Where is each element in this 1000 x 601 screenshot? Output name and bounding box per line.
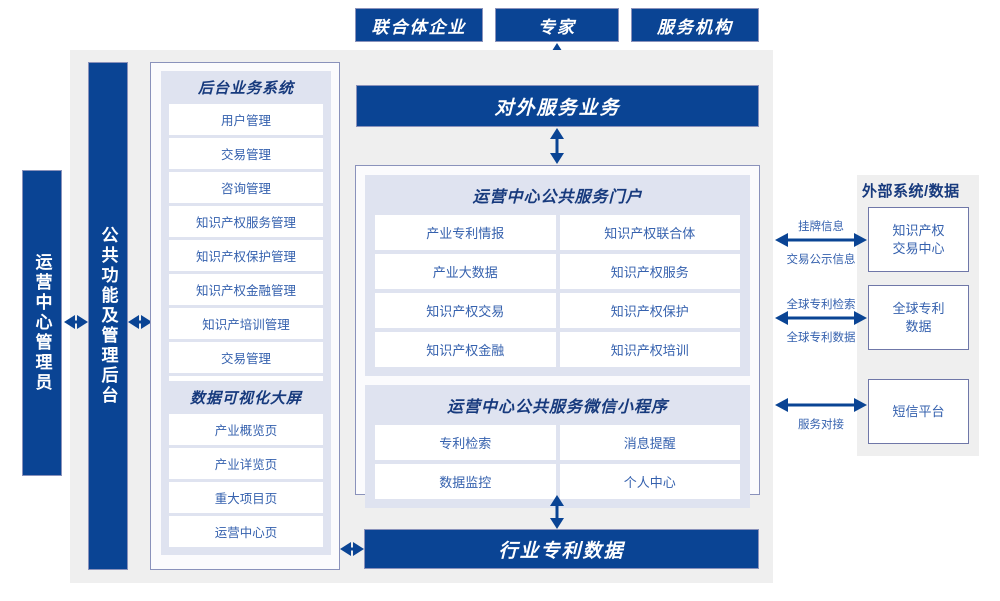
banner-industry-patent-data[interactable]: 行业专利数据 — [364, 529, 759, 569]
portal-item[interactable]: 知识产权金融 — [375, 332, 556, 367]
portal-item[interactable]: 知识产权服务 — [559, 254, 740, 289]
wechat-item[interactable]: 专利检索 — [375, 425, 556, 460]
list-item[interactable]: 知识产权金融管理 — [169, 274, 323, 305]
wechat-item[interactable]: 个人中心 — [559, 464, 740, 499]
external-box-sms-platform[interactable]: 短信平台 — [868, 379, 969, 444]
panel-wechat-miniprogram: 运营中心公共服务微信小程序 专利检索 消息提醒 数据监控 个人中心 — [365, 385, 750, 508]
arrow-admin-to-common — [64, 313, 88, 331]
external-systems-title: 外部系统/数据 — [862, 183, 960, 200]
wechat-grid: 专利检索 消息提醒 数据监控 个人中心 — [375, 425, 740, 499]
list-item[interactable]: 交易管理 — [169, 138, 323, 169]
left-modules-container: 后台业务系统 用户管理 交易管理 咨询管理 知识产权服务管理 知识产权保护管理 … — [150, 62, 340, 570]
external-box-global-patent-data[interactable]: 全球专利 数据 — [868, 285, 969, 350]
banner-external-service-business[interactable]: 对外服务业务 — [356, 85, 759, 127]
list-item[interactable]: 用户管理 — [169, 104, 323, 135]
link-label-service-docking: 服务对接 — [798, 419, 844, 431]
link-label-trade-disclosure-info: 交易公示信息 — [786, 254, 856, 266]
panel-data-visualization-screen: 数据可视化大屏 产业概览页 产业详览页 重大项目页 运营中心页 — [161, 381, 331, 555]
panel-title-portal: 运营中心公共服务门户 — [472, 189, 643, 206]
link-label-listing-info: 挂牌信息 — [798, 221, 844, 233]
portal-item[interactable]: 知识产权保护 — [559, 293, 740, 328]
list-item[interactable]: 知识产培训管理 — [169, 308, 323, 339]
arrow-portal-to-industry-data — [547, 495, 567, 529]
list-item[interactable]: 产业概览页 — [169, 414, 323, 445]
operations-center-services-container: 运营中心公共服务门户 产业专利情报 知识产权联合体 产业大数据 知识产权服务 知… — [355, 165, 760, 508]
list-item[interactable]: 知识产权服务管理 — [169, 206, 323, 237]
list-item[interactable]: 知识产权保护管理 — [169, 240, 323, 271]
arrow-common-to-backoffice — [128, 313, 152, 331]
wechat-item[interactable]: 消息提醒 — [559, 425, 740, 460]
panel-public-service-portal: 运营中心公共服务门户 产业专利情报 知识产权联合体 产业大数据 知识产权服务 知… — [365, 175, 750, 376]
external-box-label: 全球专利 数据 — [892, 300, 945, 334]
panel-title-wechat: 运营中心公共服务微信小程序 — [446, 399, 668, 416]
role-bar-operations-center-admin[interactable]: 运营中心管理员 — [22, 170, 62, 476]
arrow-to-global-patent-data — [775, 309, 867, 327]
panel-backoffice-system: 后台业务系统 用户管理 交易管理 咨询管理 知识产权服务管理 知识产权保护管理 … — [161, 71, 331, 415]
list-item[interactable]: 交易管理 — [169, 342, 323, 373]
link-label-global-patent-search: 全球专利检索 — [786, 299, 856, 311]
portal-item[interactable]: 产业大数据 — [375, 254, 556, 289]
external-box-label: 知识产权 交易中心 — [892, 222, 945, 256]
arrow-to-sms-platform — [775, 396, 867, 414]
portal-grid: 产业专利情报 知识产权联合体 产业大数据 知识产权服务 知识产权交易 知识产权保… — [375, 215, 740, 367]
external-box-ip-trading-center[interactable]: 知识产权 交易中心 — [868, 207, 969, 272]
list-item[interactable]: 运营中心页 — [169, 516, 323, 547]
link-label-global-patent-data: 全球专利数据 — [786, 332, 856, 344]
actor-box-expert[interactable]: 专家 — [495, 8, 619, 42]
list-item[interactable]: 重大项目页 — [169, 482, 323, 513]
portal-item[interactable]: 知识产权培训 — [559, 332, 740, 367]
external-box-label: 短信平台 — [892, 403, 945, 419]
actor-box-service-agency[interactable]: 服务机构 — [631, 8, 759, 42]
actor-box-consortium-enterprise[interactable]: 联合体企业 — [355, 8, 483, 42]
wechat-item[interactable]: 数据监控 — [375, 464, 556, 499]
module-bar-common-functions-backend[interactable]: 公共功能及管理后台 — [88, 62, 128, 570]
arrow-left-column-to-industry-data — [340, 540, 364, 558]
panel-title-backoffice: 后台业务系统 — [197, 80, 294, 97]
portal-item[interactable]: 知识产权联合体 — [559, 215, 740, 250]
list-item[interactable]: 咨询管理 — [169, 172, 323, 203]
portal-item[interactable]: 产业专利情报 — [375, 215, 556, 250]
portal-item[interactable]: 知识产权交易 — [375, 293, 556, 328]
arrow-to-ip-trading-center — [775, 231, 867, 249]
arrow-service-to-portal — [547, 128, 567, 164]
panel-title-dashboard: 数据可视化大屏 — [189, 390, 302, 407]
list-item[interactable]: 产业详览页 — [169, 448, 323, 479]
